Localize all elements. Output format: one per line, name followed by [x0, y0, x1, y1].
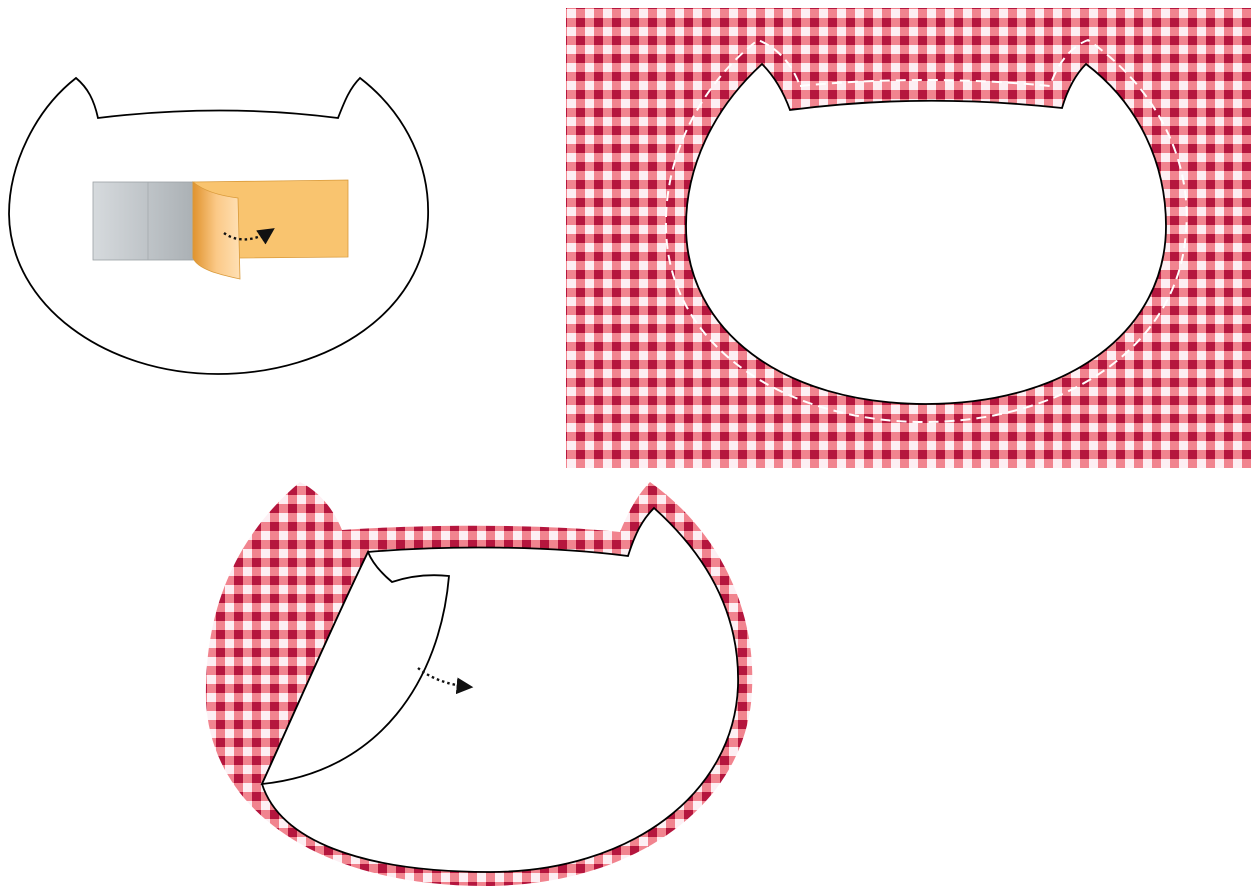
- peel-direction-arrow-icon: [417, 667, 474, 695]
- step-2-place-on-fabric: [566, 8, 1251, 468]
- tape-liner: [92, 181, 196, 261]
- curved-arrow-icon: [223, 228, 275, 245]
- step-1-apply-tape: [8, 76, 429, 375]
- cat-head-template: [685, 62, 1167, 405]
- dashed-cut-line-icon: [664, 38, 1188, 424]
- peeling-tape-icon: [192, 181, 241, 280]
- step-3-peel-backing: [205, 482, 753, 886]
- peeling-backing-icon: [260, 549, 450, 786]
